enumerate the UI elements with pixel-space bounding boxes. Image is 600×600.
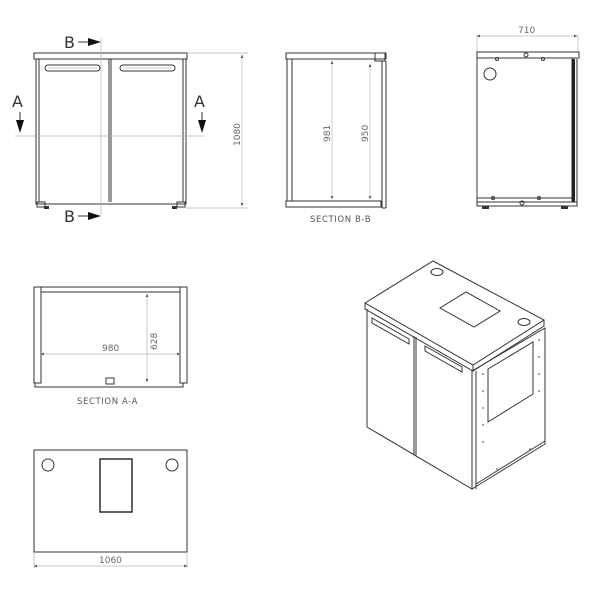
door-handle-left [44,64,101,72]
top-view: 1060 [33,449,188,568]
cut-mark-b-top: B [64,33,75,52]
cut-mark-b-bottom: B [64,207,75,226]
section-b-b: 981 950 SECTION B-B [285,52,387,225]
dim-981: 981 [323,125,333,142]
dim-950: 950 [361,125,371,142]
cable-port-icon [165,458,179,472]
section-a-a: 980 628 SECTION A-A [33,286,188,407]
dim-depth-628: 628 [150,333,160,350]
front-view: B B A A 1080 [12,33,248,226]
dim-width-980: 980 [102,344,119,354]
dim-width-1060: 1060 [99,556,122,566]
cut-mark-a-right: A [194,92,205,111]
arrow-right-icon [88,38,101,46]
arrow-right-icon [88,212,101,220]
door-handle-right [119,64,176,72]
isometric-view [364,260,546,490]
section-a-a-label: SECTION A-A [77,397,138,407]
dim-height-1080: 1080 [233,123,243,146]
arrow-down-icon [16,120,24,133]
side-view: 710 [476,26,580,209]
arrow-down-icon [198,120,206,133]
dim-depth-710: 710 [518,26,535,36]
section-b-b-label: SECTION B-B [310,215,371,225]
cable-port-icon [41,458,55,472]
top-hatch [99,458,133,513]
cable-port-icon [483,67,497,81]
cut-mark-a-left: A [12,92,23,111]
